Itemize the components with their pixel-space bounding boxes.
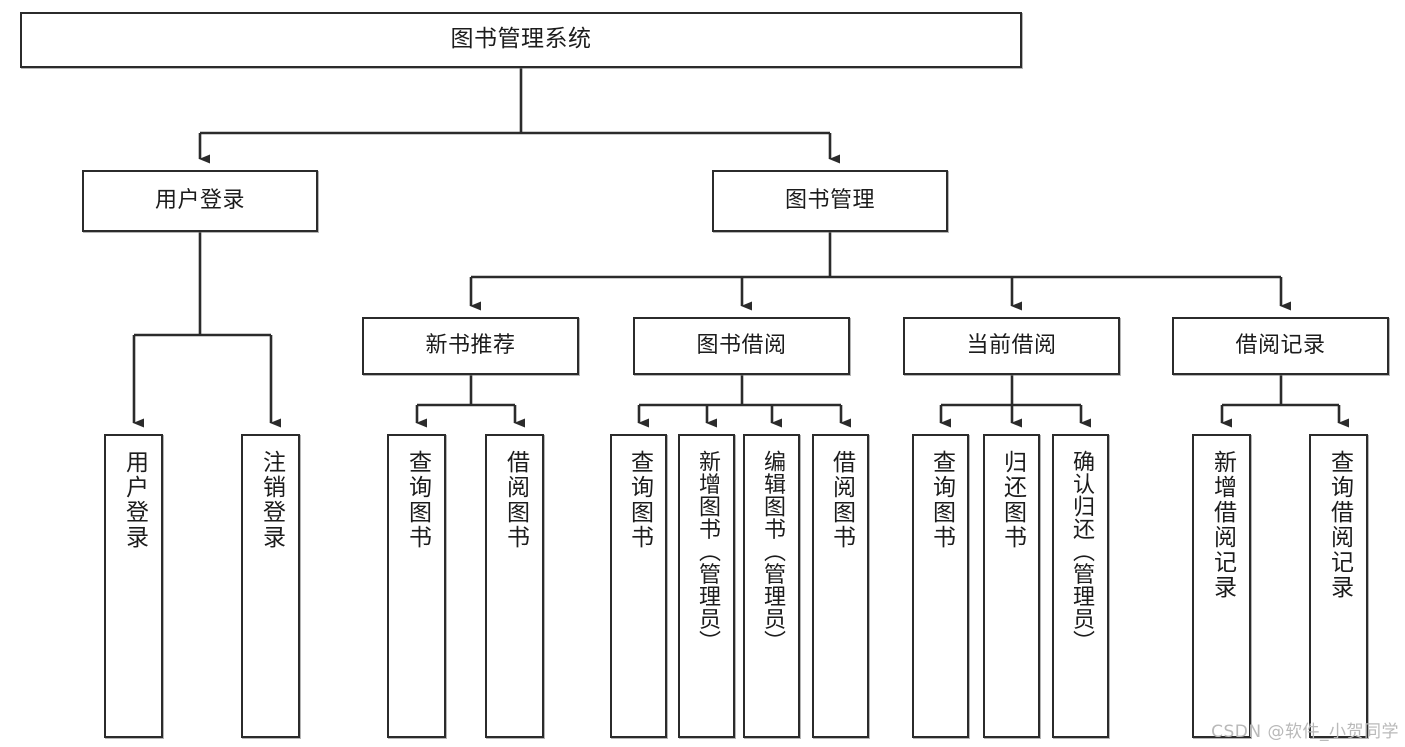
node-label: 用户登录 bbox=[154, 188, 245, 214]
node-leaf-add-borrow-record[interactable]: 新增借阅记录 bbox=[1192, 434, 1251, 738]
node-leaf-add-book-admin[interactable]: 新增图书（管理员） bbox=[678, 434, 735, 738]
node-book-borrow[interactable]: 图书借阅 bbox=[633, 317, 850, 375]
node-leaf-edit-book-admin[interactable]: 编辑图书（管理员） bbox=[743, 434, 800, 738]
node-label: 注销登录 bbox=[258, 450, 285, 550]
node-leaf-borrow-book-2[interactable]: 借阅图书 bbox=[812, 434, 869, 738]
node-new-book-recommend[interactable]: 新书推荐 bbox=[362, 317, 579, 375]
node-label: 图书管理 bbox=[784, 188, 875, 214]
node-leaf-return-book[interactable]: 归还图书 bbox=[983, 434, 1040, 738]
node-leaf-user-login[interactable]: 用户登录 bbox=[104, 434, 163, 738]
node-leaf-confirm-return-admin[interactable]: 确认归还（管理员） bbox=[1052, 434, 1109, 738]
node-label: 用户登录 bbox=[121, 450, 148, 550]
node-label: 新增图书（管理员） bbox=[694, 450, 720, 653]
node-label: 当前借阅 bbox=[966, 333, 1057, 359]
node-leaf-borrow-book-1[interactable]: 借阅图书 bbox=[485, 434, 544, 738]
node-label: 借阅图书 bbox=[828, 450, 855, 550]
node-leaf-query-book-3[interactable]: 查询图书 bbox=[912, 434, 969, 738]
node-label: 查询图书 bbox=[626, 450, 653, 550]
node-label: 新书推荐 bbox=[425, 333, 516, 359]
node-leaf-user-logout[interactable]: 注销登录 bbox=[241, 434, 300, 738]
node-label: 借阅记录 bbox=[1235, 333, 1326, 359]
node-label: 新增借阅记录 bbox=[1209, 450, 1236, 600]
node-current-borrow[interactable]: 当前借阅 bbox=[903, 317, 1120, 375]
node-label: 查询图书 bbox=[928, 450, 955, 550]
node-book-manage[interactable]: 图书管理 bbox=[712, 170, 948, 232]
node-label: 图书借阅 bbox=[696, 333, 787, 359]
node-label: 查询借阅记录 bbox=[1326, 450, 1353, 600]
node-leaf-query-book-2[interactable]: 查询图书 bbox=[610, 434, 667, 738]
node-label: 借阅图书 bbox=[502, 450, 529, 550]
node-root[interactable]: 图书管理系统 bbox=[20, 12, 1022, 68]
node-user-login[interactable]: 用户登录 bbox=[82, 170, 318, 232]
node-leaf-query-borrow-record[interactable]: 查询借阅记录 bbox=[1309, 434, 1368, 738]
csdn-watermark: CSDN @软件_小贺同学 bbox=[1211, 722, 1399, 742]
node-label: 确认归还（管理员） bbox=[1068, 450, 1094, 653]
node-label: 归还图书 bbox=[999, 450, 1026, 550]
node-label: 图书管理系统 bbox=[450, 26, 592, 53]
node-borrow-record[interactable]: 借阅记录 bbox=[1172, 317, 1389, 375]
node-label: 查询图书 bbox=[404, 450, 431, 550]
node-label: 编辑图书（管理员） bbox=[759, 450, 785, 653]
node-leaf-query-book-1[interactable]: 查询图书 bbox=[387, 434, 446, 738]
